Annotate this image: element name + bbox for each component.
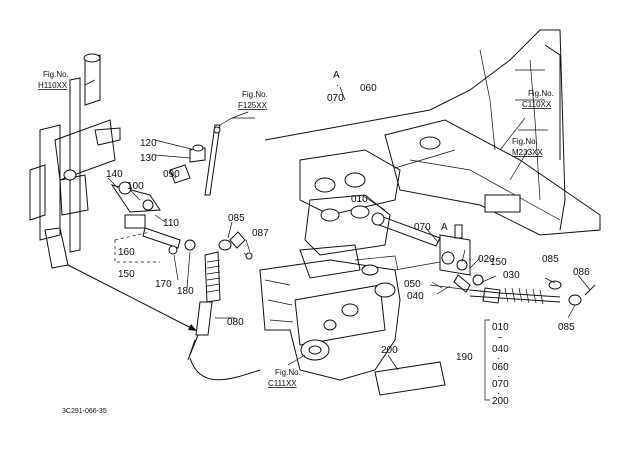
fig-ref-m233xx-label: Fig.No. (512, 137, 538, 146)
part-label: 110 (163, 218, 179, 229)
group-item: 070 (492, 379, 509, 390)
part-label: 060 (360, 83, 377, 94)
part-label: 200 (381, 345, 398, 356)
part-label: 070 (327, 93, 344, 104)
part-label: 020 (478, 254, 495, 265)
fig-ref-c111xx-label: Fig.No. (275, 368, 301, 377)
part-label: 140 (106, 169, 123, 180)
group-item-separator: · (497, 353, 500, 364)
part-label: 010 (351, 194, 368, 205)
part-label: 087 (252, 228, 269, 239)
group-item: 060 (492, 362, 509, 373)
part-group-190: 190 010 ~ 040 · 060 · 070 · 200 (456, 322, 509, 407)
fig-ref-c110xx-code: C110XX (522, 100, 552, 109)
part-label: 040 (407, 291, 424, 302)
part-label: 090 (163, 169, 180, 180)
part-label: 080 (227, 317, 244, 328)
part-label: 180 (177, 286, 194, 297)
part-label: 150 (118, 269, 135, 280)
drawing-code: 3C291-066-35 (62, 408, 107, 415)
fig-ref-h110xx-label: Fig.No. (43, 70, 69, 79)
part-label: 150 (490, 257, 507, 268)
part-numbers: 060 070 120 130 140 100 090 110 085 087 … (106, 83, 590, 356)
group-item-separator: · (497, 371, 500, 382)
fig-ref-c111xx-code: C111XX (268, 379, 297, 388)
fig-ref-f125xx-code: F125XX (238, 101, 268, 110)
group-item: 040 (492, 344, 509, 355)
ref-marker-a-dot: · (336, 80, 339, 91)
fig-ref-c110xx-label: Fig.No. (528, 89, 554, 98)
part-label: 085 (542, 254, 559, 265)
fig-ref-h110xx-code: H110XX (38, 81, 68, 90)
part-label: 050 (404, 279, 421, 290)
part-label: 030 (503, 270, 520, 281)
part-label: 085 (228, 213, 245, 224)
group-item: ~ (497, 333, 503, 344)
part-label: 086 (573, 267, 590, 278)
ref-marker-a-top: A (333, 70, 340, 81)
fig-ref-f125xx-label: Fig.No. (242, 90, 268, 99)
group-id: 190 (456, 352, 473, 363)
part-label: 085 (558, 322, 575, 333)
part-label: 170 (155, 279, 172, 290)
part-label: 130 (140, 153, 157, 164)
line-art (29, 29, 601, 401)
group-item-separator: · (497, 388, 500, 399)
ref-marker-a-right: A (441, 222, 448, 233)
fig-ref-m233xx-code: M233XX (512, 148, 543, 157)
part-label: 070 (414, 222, 431, 233)
group-item: 010 (492, 322, 509, 333)
group-item: 200 (492, 396, 509, 407)
part-label: 100 (127, 181, 144, 192)
part-label: 120 (140, 138, 157, 149)
part-label: 160 (118, 247, 135, 258)
